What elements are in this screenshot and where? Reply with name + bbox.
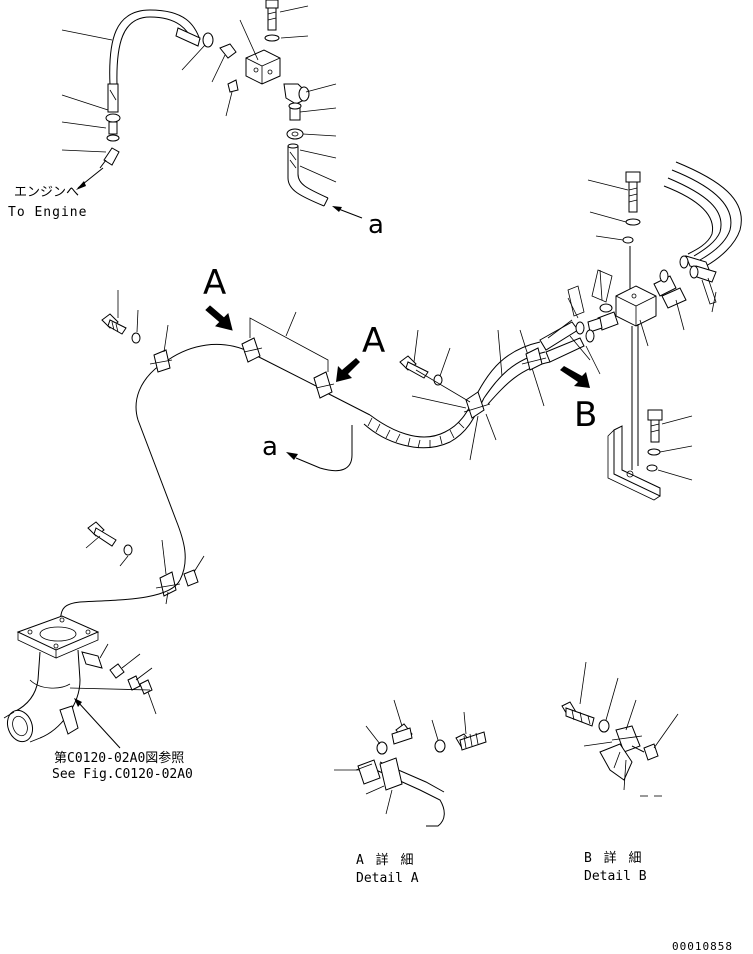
label-view-b: B — [574, 395, 597, 435]
label-detail-b-jp: B 詳 細 — [584, 850, 643, 866]
label-a-mid: a — [262, 432, 278, 462]
label-detail-b-en: Detail B — [584, 869, 647, 884]
label-see-fig-jp: 第C0120-02A0図参照 — [54, 750, 184, 766]
label-to-engine-en: To Engine — [8, 205, 87, 220]
detail-b: B 詳 細 Detail B — [561, 661, 679, 884]
label-see-fig-en: See Fig.C0120-02A0 — [52, 767, 193, 782]
flange-elbow: 第C0120-02A0図参照 See Fig.C0120-02A0 — [3, 615, 193, 782]
right-block-assembly: B — [560, 161, 742, 501]
label-a-top: a — [368, 210, 384, 240]
drawing-number: 00010858 — [672, 940, 733, 953]
label-view-a-1: A — [203, 263, 226, 303]
top-left-hose-assembly: a エンジンへ To Engine — [8, 0, 384, 240]
label-to-engine-jp: エンジンへ — [14, 185, 79, 200]
detail-a: A 詳 細 Detail A — [334, 699, 487, 886]
label-view-a-2: A — [362, 321, 385, 361]
main-hose-run: a A A — [59, 263, 585, 621]
label-detail-a-en: Detail A — [356, 871, 419, 886]
label-detail-a-jp: A 詳 細 — [356, 852, 415, 868]
